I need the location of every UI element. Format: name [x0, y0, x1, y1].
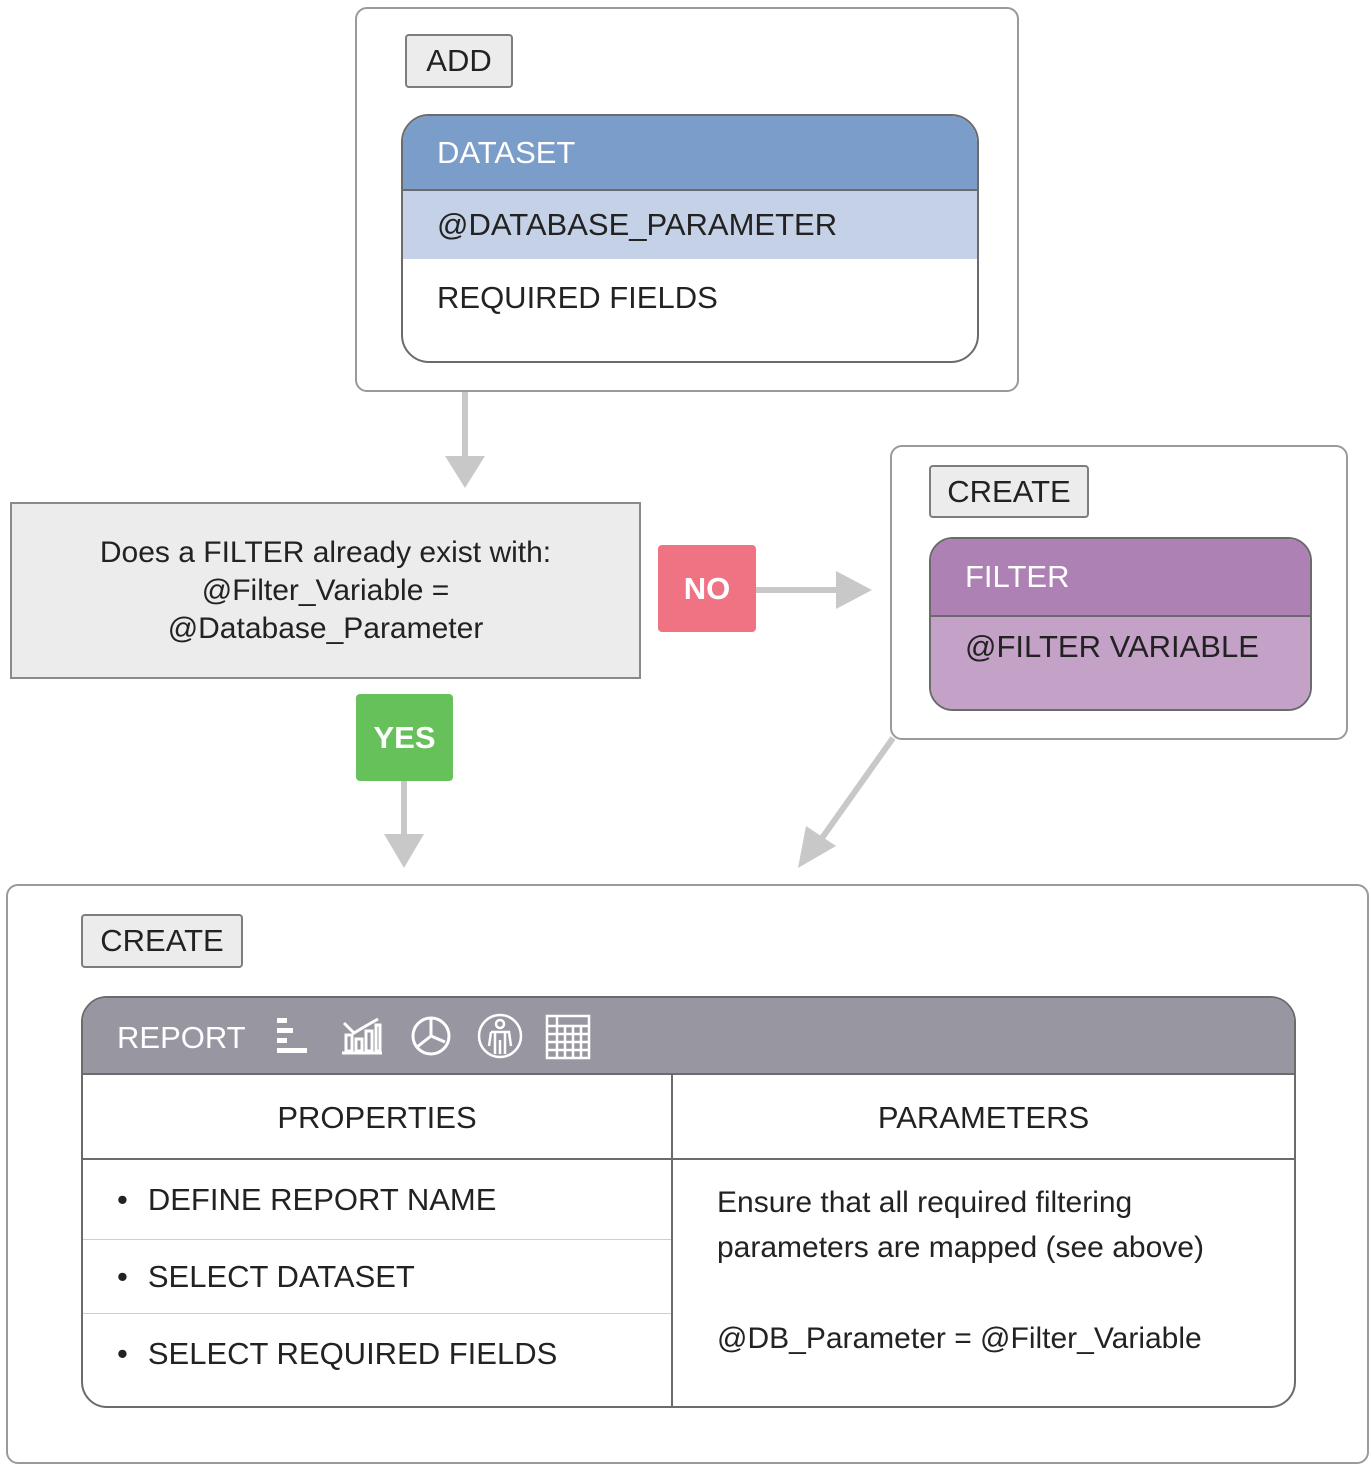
parameters-description: Ensure that all required filtering param…	[717, 1180, 1204, 1270]
add-tag: ADD	[405, 34, 513, 88]
arrow-filter-to-report-head	[798, 826, 836, 868]
create-filter-panel: CREATE FILTER @FILTER VARIABLE	[890, 445, 1348, 740]
parameters-line-2: parameters are mapped (see above)	[717, 1231, 1204, 1264]
property-label: DEFINE REPORT NAME	[147, 1181, 497, 1217]
add-dataset-panel: ADD DATASET @DATABASE_PARAMETER REQUIRED…	[355, 7, 1019, 392]
table-grid-icon	[545, 1014, 591, 1060]
bullet-dot: •	[117, 1259, 128, 1294]
create-report-panel: CREATE REPORT	[6, 884, 1369, 1464]
property-label: SELECT DATASET	[147, 1259, 415, 1294]
column-header-divider	[83, 1158, 1294, 1160]
bullet-dot: •	[117, 1181, 128, 1217]
column-divider	[671, 1075, 673, 1406]
arrow-yes-head	[384, 834, 424, 868]
filter-exists-decision: Does a FILTER already exist with: @Filte…	[10, 502, 641, 679]
no-badge: NO	[658, 545, 756, 632]
decision-line-2: @Filter_Variable =	[201, 573, 450, 607]
column-line-chart-icon	[342, 1017, 382, 1055]
filter-card: FILTER @FILTER VARIABLE	[929, 537, 1312, 711]
arrow-no-head	[836, 571, 872, 609]
pie-chart-icon	[411, 1016, 451, 1056]
create-filter-tag: CREATE	[929, 465, 1089, 518]
property-row-report-name: • DEFINE REPORT NAME	[83, 1160, 671, 1240]
yes-badge: YES	[356, 694, 453, 781]
bullet-dot: •	[117, 1336, 128, 1371]
report-card: REPORT	[81, 996, 1296, 1408]
properties-header: PROPERTIES	[277, 1099, 477, 1135]
report-card-title: REPORT	[117, 1020, 246, 1055]
property-row-required-fields: • SELECT REQUIRED FIELDS	[83, 1315, 671, 1393]
decision-line-3: @Database_Parameter	[167, 611, 484, 645]
arrow-add-to-decision-head	[445, 456, 485, 488]
parameters-header: PARAMETERS	[877, 1099, 1090, 1135]
body-map-icon	[477, 1013, 523, 1059]
property-label: SELECT REQUIRED FIELDS	[147, 1336, 558, 1371]
create-report-tag: CREATE	[81, 914, 243, 968]
filter-card-header: FILTER	[931, 539, 1310, 617]
filter-variable-row: @FILTER VARIABLE	[931, 617, 1310, 709]
property-row-select-dataset: • SELECT DATASET	[83, 1241, 671, 1314]
parameters-mapping: @DB_Parameter = @Filter_Variable	[717, 1322, 1202, 1355]
dataset-card-header: DATASET	[403, 116, 977, 191]
parameters-line-1: Ensure that all required filtering	[717, 1186, 1133, 1219]
required-fields-row: REQUIRED FIELDS	[437, 280, 718, 315]
decision-line-1: Does a FILTER already exist with:	[99, 535, 552, 569]
arrow-filter-to-report-line	[819, 736, 896, 840]
bar-chart-icon	[277, 1018, 307, 1053]
report-card-header: REPORT	[83, 998, 1294, 1075]
database-parameter-row: @DATABASE_PARAMETER	[403, 191, 977, 259]
dataset-card: DATASET @DATABASE_PARAMETER REQUIRED FIE…	[401, 114, 979, 363]
